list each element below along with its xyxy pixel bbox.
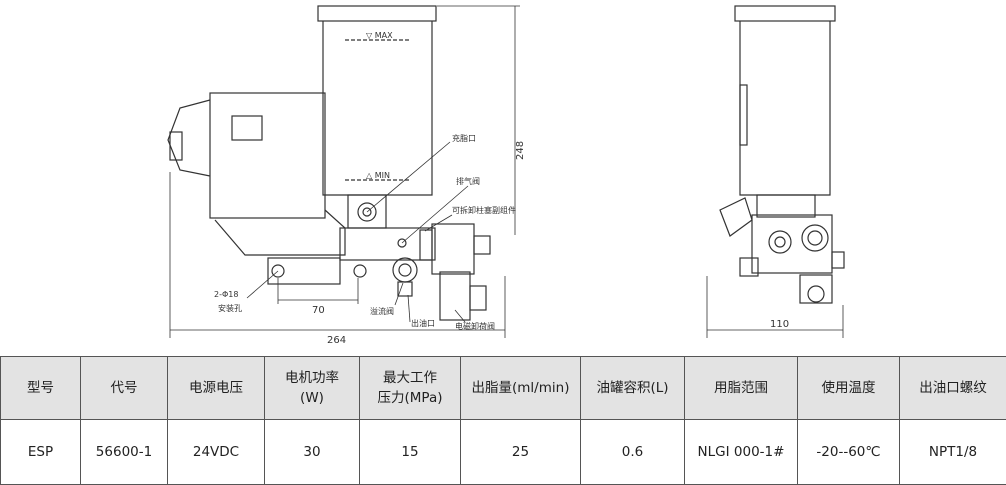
cell-output: 25 <box>461 420 581 485</box>
table-row: ESP 56600-1 24VDC 30 15 25 0.6 NLGI 000-… <box>1 420 1006 485</box>
dim-width-264: 264 <box>327 335 346 346</box>
cell-tank-capacity: 0.6 <box>581 420 685 485</box>
dim-height-248: 248 <box>515 141 526 160</box>
callout-mount-holes-spec: 2-Φ18 <box>214 290 238 299</box>
cell-max-pressure: 15 <box>360 420 461 485</box>
cell-code: 56600-1 <box>81 420 168 485</box>
dim-mount-spacing-70: 70 <box>312 305 325 316</box>
header-model: 型号 <box>1 357 81 420</box>
level-max-label: ▽ MAX <box>366 31 393 40</box>
motor-housing <box>210 93 325 218</box>
callout-mount-holes: 安装孔 <box>218 303 242 313</box>
side-pump-body <box>752 215 832 273</box>
header-output: 出脂量(ml/min) <box>461 357 581 420</box>
mount-base <box>268 258 340 284</box>
callout-outlet: 出油口 <box>411 318 435 328</box>
header-grease-range: 用脂范围 <box>685 357 798 420</box>
side-port-left <box>769 231 791 253</box>
cell-model: ESP <box>1 420 81 485</box>
front-view <box>168 6 520 338</box>
side-port-right <box>802 225 828 251</box>
cell-outlet-thread: NPT1/8 <box>900 420 1006 485</box>
header-outlet-thread: 出油口螺纹 <box>900 357 1006 420</box>
side-connector <box>720 198 752 236</box>
technical-drawing: ▽ MAX △ MIN 248 264 70 充脂口 排气阀 可拆卸柱塞副组件 … <box>0 0 1006 355</box>
specification-table: 型号 代号 电源电压 电机功率 (W) 最大工作 压力(MPa) 出脂量(ml/… <box>0 356 1006 485</box>
side-reservoir-cap <box>735 6 835 21</box>
header-temperature: 使用温度 <box>798 357 900 420</box>
reservoir-tank <box>323 21 432 195</box>
motor-connector <box>168 100 210 176</box>
header-voltage: 电源电压 <box>168 357 265 420</box>
callout-vent-valve: 排气阀 <box>456 176 480 186</box>
callout-solenoid-valve: 电磁卸荷阀 <box>455 321 495 331</box>
side-view <box>707 6 844 338</box>
cell-motor-power: 30 <box>265 420 360 485</box>
cell-grease-range: NLGI 000-1# <box>685 420 798 485</box>
dim-width-110: 110 <box>770 319 789 330</box>
solenoid-valve <box>440 272 470 320</box>
plunger-assembly <box>432 224 474 274</box>
header-tank-capacity: 油罐容积(L) <box>581 357 685 420</box>
callout-fill-port: 充脂口 <box>452 133 476 143</box>
header-max-pressure: 最大工作 压力(MPa) <box>360 357 461 420</box>
callout-detachable-plunger: 可拆卸柱塞副组件 <box>452 205 516 215</box>
side-reservoir-tank <box>740 21 830 195</box>
cell-temperature: -20--60℃ <box>798 420 900 485</box>
table-header-row: 型号 代号 电源电压 电机功率 (W) 最大工作 压力(MPa) 出脂量(ml/… <box>1 357 1006 420</box>
callout-overflow-valve: 溢流阀 <box>370 306 394 316</box>
overflow-valve-symbol <box>393 258 417 282</box>
header-code: 代号 <box>81 357 168 420</box>
cell-voltage: 24VDC <box>168 420 265 485</box>
reservoir-cap <box>318 6 436 21</box>
header-motor-power: 电机功率 (W) <box>265 357 360 420</box>
level-min-label: △ MIN <box>366 171 390 180</box>
